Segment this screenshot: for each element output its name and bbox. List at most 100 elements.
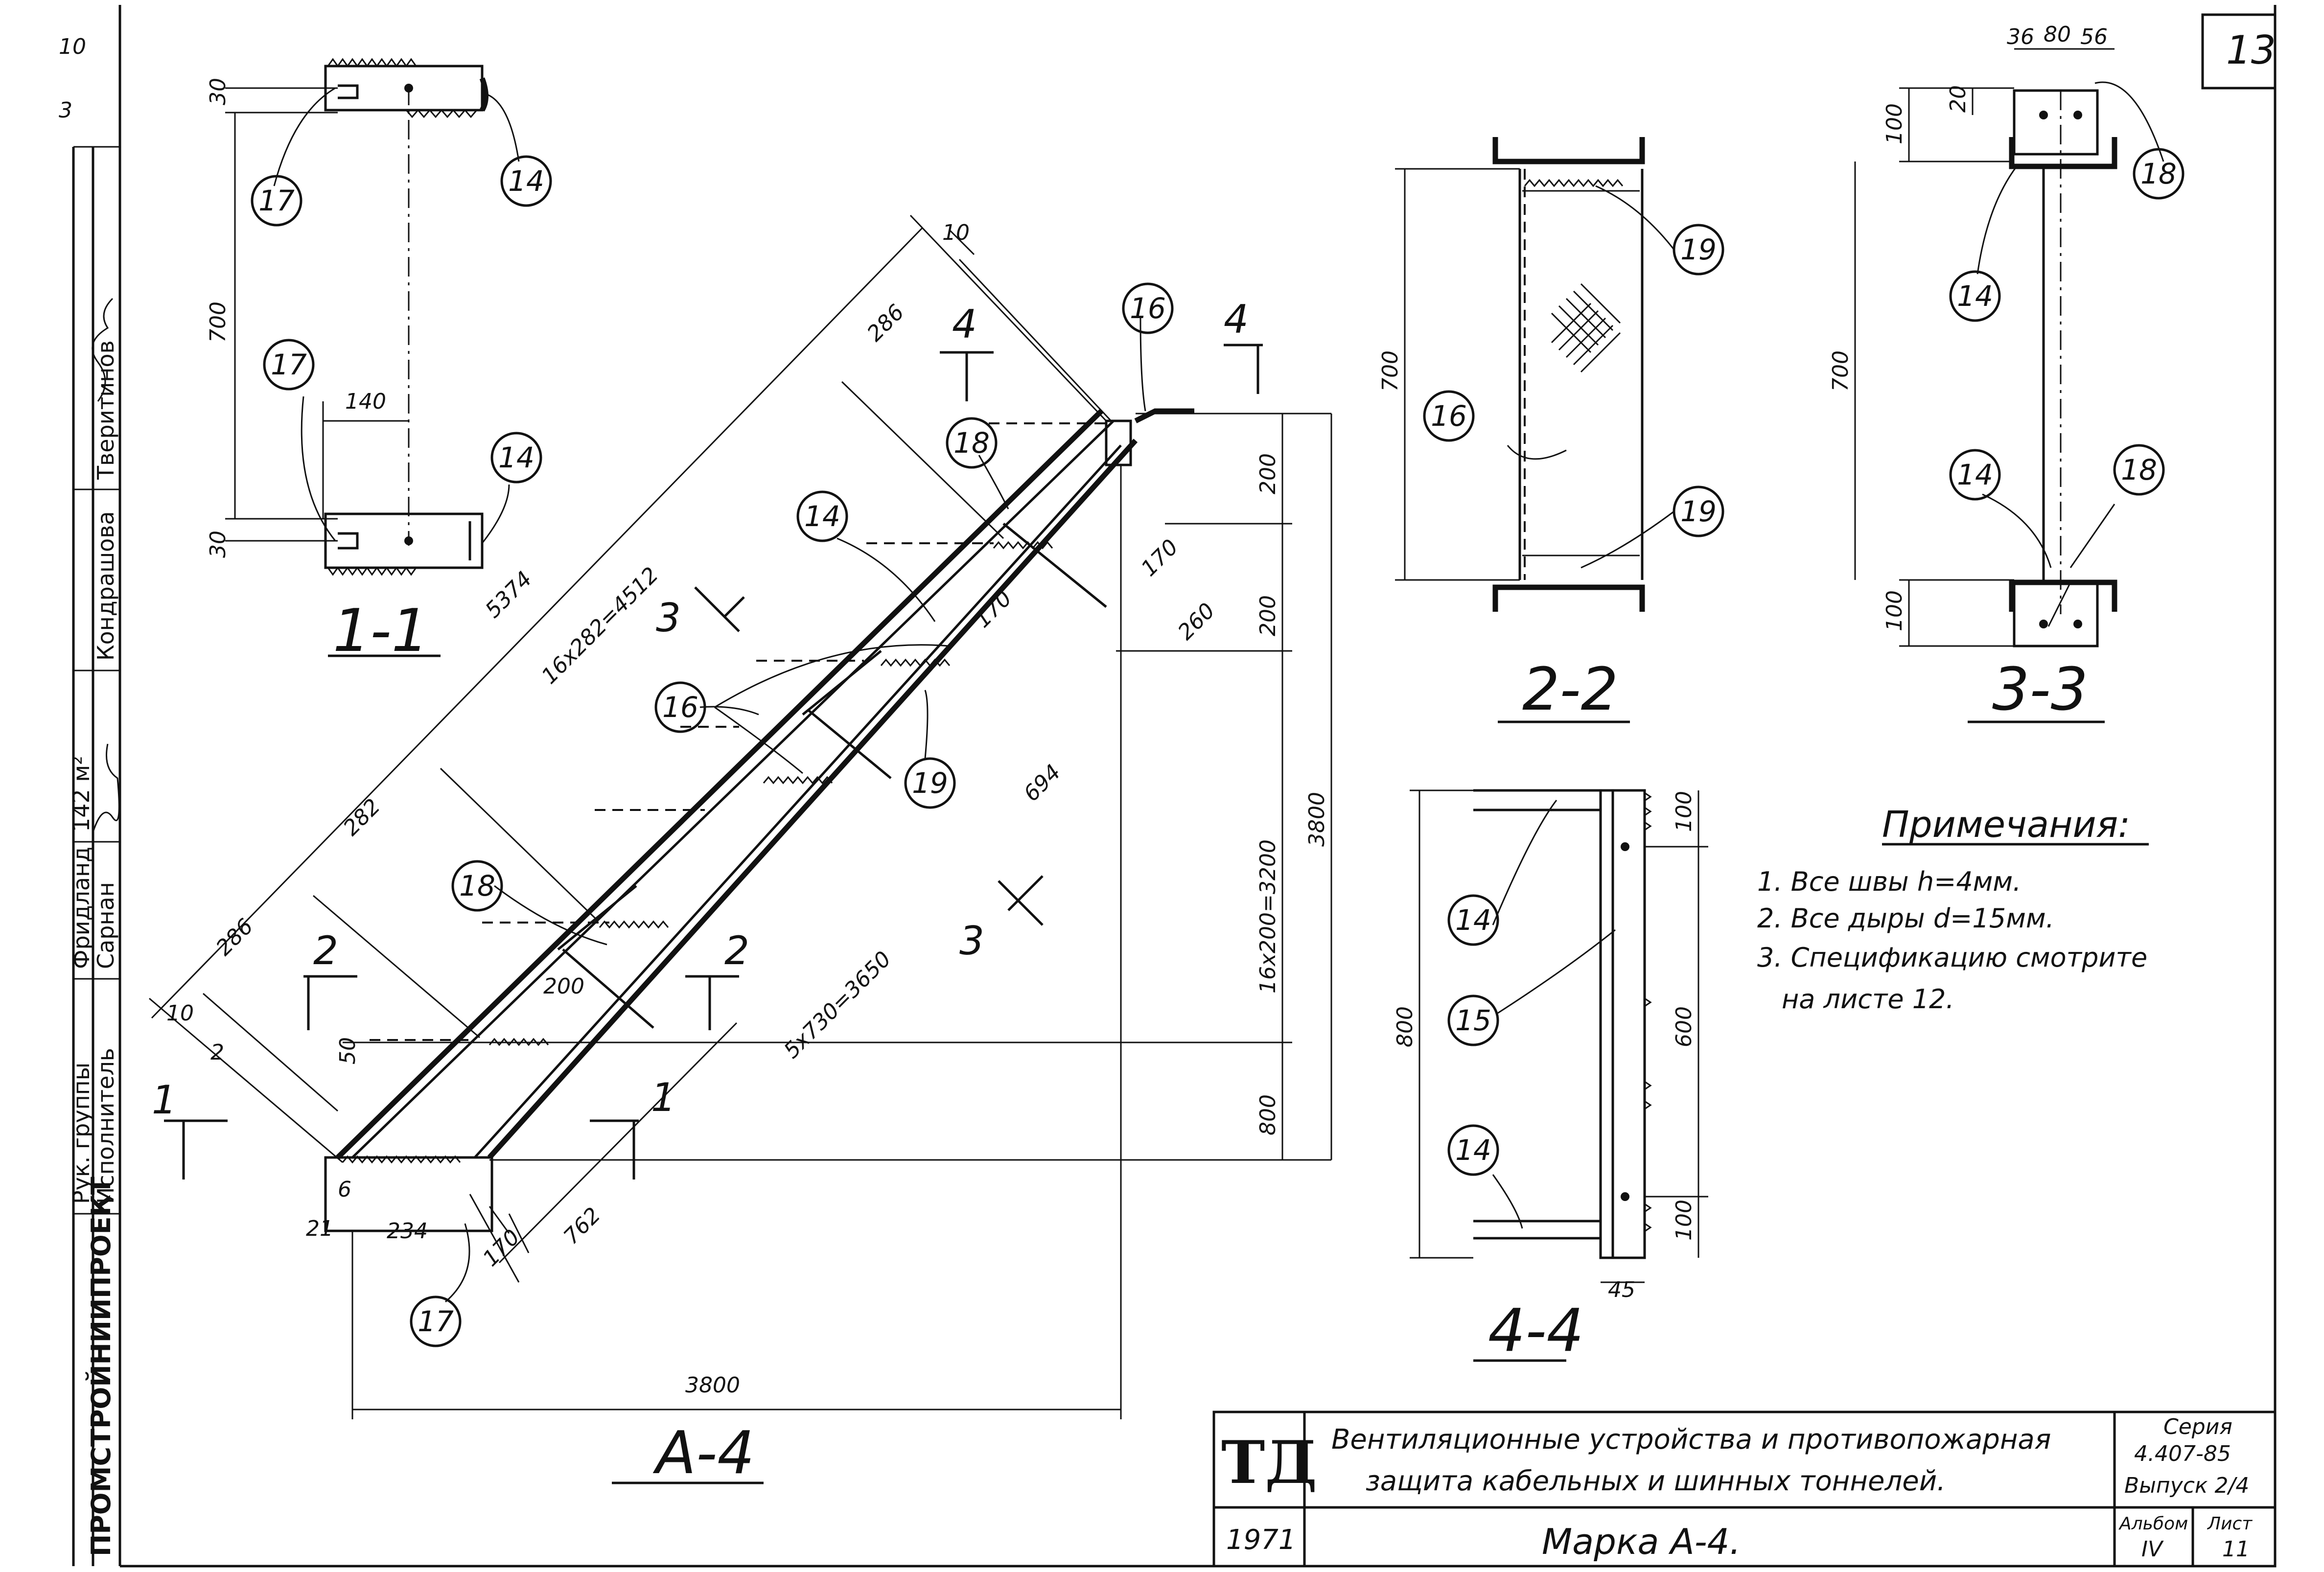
dim-stringer-steps: 16x282=4512 xyxy=(537,562,664,689)
dim-overall-length: 5374 xyxy=(481,567,537,623)
edge-mark-a: 10 xyxy=(59,34,86,59)
corner-sheet-number: 13 xyxy=(2226,27,2276,73)
role-1: Рук. группы xyxy=(68,1063,94,1204)
dim-s33-100-bottom: 100 xyxy=(1882,590,1907,631)
cut-mark-3-top: 3 xyxy=(656,595,681,641)
dim-s33-80: 80 xyxy=(2044,22,2071,47)
role-2: Исполнитель xyxy=(93,1048,119,1204)
dim-s44-100-top: 100 xyxy=(1672,791,1697,832)
title-line-1: Вентиляционные устройства и противопожар… xyxy=(1331,1424,2051,1456)
dim-gap-2: 2 xyxy=(210,1040,224,1065)
callout-14-e: 14 xyxy=(1957,458,1993,491)
callout-14-f: 14 xyxy=(1455,903,1491,937)
callout-19-c: 19 xyxy=(1680,495,1717,528)
dim-s33-100-top: 100 xyxy=(1882,103,1907,144)
callout-14-c: 14 xyxy=(804,500,840,533)
section-title-2-2: 2-2 xyxy=(1522,656,1618,724)
issue-number: Выпуск 2/4 xyxy=(2124,1473,2249,1498)
dim-seg-170-mid: 170 xyxy=(970,586,1017,632)
callout-14-d: 14 xyxy=(1957,279,1993,313)
series-value: 4.407-85 xyxy=(2134,1441,2231,1466)
series-label: Серия xyxy=(2163,1414,2232,1439)
note-3: 3. Спецификацию смотрите xyxy=(1757,942,2147,973)
handwritten-note: 142 м² xyxy=(68,756,94,832)
dim-s44-100-bottom: 100 xyxy=(1672,1200,1697,1241)
sheet-frame: 13 10 3 xyxy=(59,5,2277,1568)
section-title-1-1: 1-1 xyxy=(333,597,429,665)
callout-15-a: 16 xyxy=(1130,292,1166,325)
dim-s11-30-top: 30 xyxy=(206,78,231,105)
dim-s44-800: 800 xyxy=(1393,1006,1418,1047)
callout-17-b: 17 xyxy=(271,348,307,381)
callout-17-c: 17 xyxy=(418,1305,454,1338)
dim-s44-45: 45 xyxy=(1608,1277,1635,1302)
callout-18-c: 18 xyxy=(2140,157,2177,190)
callout-16-a: 16 xyxy=(662,691,698,724)
view-a4: 5374 16x282=4512 286 282 286 10 10 2 50 … xyxy=(149,214,1332,1487)
dim-w-3800: 3800 xyxy=(685,1373,740,1398)
dim-s44-600: 600 xyxy=(1672,1006,1697,1047)
dim-s33-20: 20 xyxy=(1946,85,1971,113)
section-1-1: 30 700 140 30 1-1 xyxy=(206,58,520,665)
role-3: Фридланд xyxy=(68,847,94,969)
section-title-a4: А-4 xyxy=(652,1419,755,1487)
role-4: Сарнан xyxy=(93,882,119,969)
title-year: 1971 xyxy=(1226,1524,1296,1556)
title-line-2: защита кабельных и шинных тоннелей. xyxy=(1366,1465,1946,1497)
signature-2 xyxy=(92,298,114,402)
section-3-3: 36 80 56 20 100 700 100 18 14 14 18 3-3 xyxy=(1828,22,2185,724)
callout-19-b: 19 xyxy=(1680,233,1717,266)
mesh-hatch-icon xyxy=(1551,283,1621,373)
dim-s22-700: 700 xyxy=(1378,350,1403,392)
callout-14-a: 14 xyxy=(508,164,544,198)
dim-h-200-a: 200 xyxy=(1255,453,1280,494)
dim-s33-56: 56 xyxy=(2080,24,2108,49)
dim-seg-50: 50 xyxy=(335,1037,360,1064)
dim-seg-170-top: 170 xyxy=(1137,534,1183,581)
dim-seg-260: 260 xyxy=(1173,598,1220,645)
callout-16-b: 16 xyxy=(1431,399,1467,433)
name-2: Тверитинов xyxy=(93,340,119,480)
sheet-label: Лист xyxy=(2207,1514,2253,1534)
edge-mark-b: 3 xyxy=(59,98,72,123)
note-4: на листе 12. xyxy=(1782,984,1954,1015)
callout-18-b: 18 xyxy=(459,869,495,902)
dim-s11-700: 700 xyxy=(206,301,231,343)
dim-s11-140: 140 xyxy=(345,389,386,414)
signature-1 xyxy=(92,743,120,832)
section-2-2: 700 19 16 19 2-2 xyxy=(1378,137,1724,724)
dim-s11-30-bottom: 30 xyxy=(206,531,231,558)
title-block: ТД 1971 Вентиляционные устройства и прот… xyxy=(1212,1410,2277,1568)
cut-mark-1-right: 1 xyxy=(651,1075,676,1120)
dim-h-800: 800 xyxy=(1255,1094,1280,1135)
dim-h-16x200: 16x200=3200 xyxy=(1255,839,1280,994)
dim-seg-234: 234 xyxy=(387,1219,428,1244)
callout-15-b: 15 xyxy=(1455,1004,1491,1037)
dim-seg-694: 694 xyxy=(1019,760,1066,806)
dim-seg-21: 21 xyxy=(306,1216,333,1241)
cut-mark-1-left: 1 xyxy=(152,1077,177,1123)
cut-mark-4-right: 4 xyxy=(1224,297,1249,342)
org-name: ПРОМСТРОЙНИИПРОЕКТ xyxy=(86,1177,116,1556)
name-1: Кондрашова xyxy=(93,511,119,661)
cut-mark-3-bottom: 3 xyxy=(959,918,984,964)
dim-rails: 5x730=3650 xyxy=(779,947,896,1063)
album-label: Альбом xyxy=(2118,1514,2188,1534)
dim-step-282: 282 xyxy=(339,794,385,840)
dim-gap-10-top: 10 xyxy=(942,220,970,245)
callout-18-a: 18 xyxy=(953,426,990,460)
note-2: 2. Все дыры d=15мм. xyxy=(1757,903,2054,934)
section-title-3-3: 3-3 xyxy=(1992,656,2088,724)
callout-19-a: 19 xyxy=(912,766,948,800)
dim-seg-762: 762 xyxy=(559,1202,605,1249)
cut-mark-2-right: 2 xyxy=(724,928,749,973)
drawing-name: Марка А-4. xyxy=(1542,1521,1741,1562)
logo-td: ТД xyxy=(1221,1428,1317,1497)
cut-mark-4-left: 4 xyxy=(952,301,977,347)
callout-14-b: 14 xyxy=(498,441,535,474)
dim-h-200-b: 200 xyxy=(1255,595,1280,636)
callouts: 17 14 17 14 16 18 14 16 19 18 17 xyxy=(251,155,1174,1347)
callout-18-d: 18 xyxy=(2121,453,2157,486)
sheet-value: 11 xyxy=(2222,1537,2250,1562)
